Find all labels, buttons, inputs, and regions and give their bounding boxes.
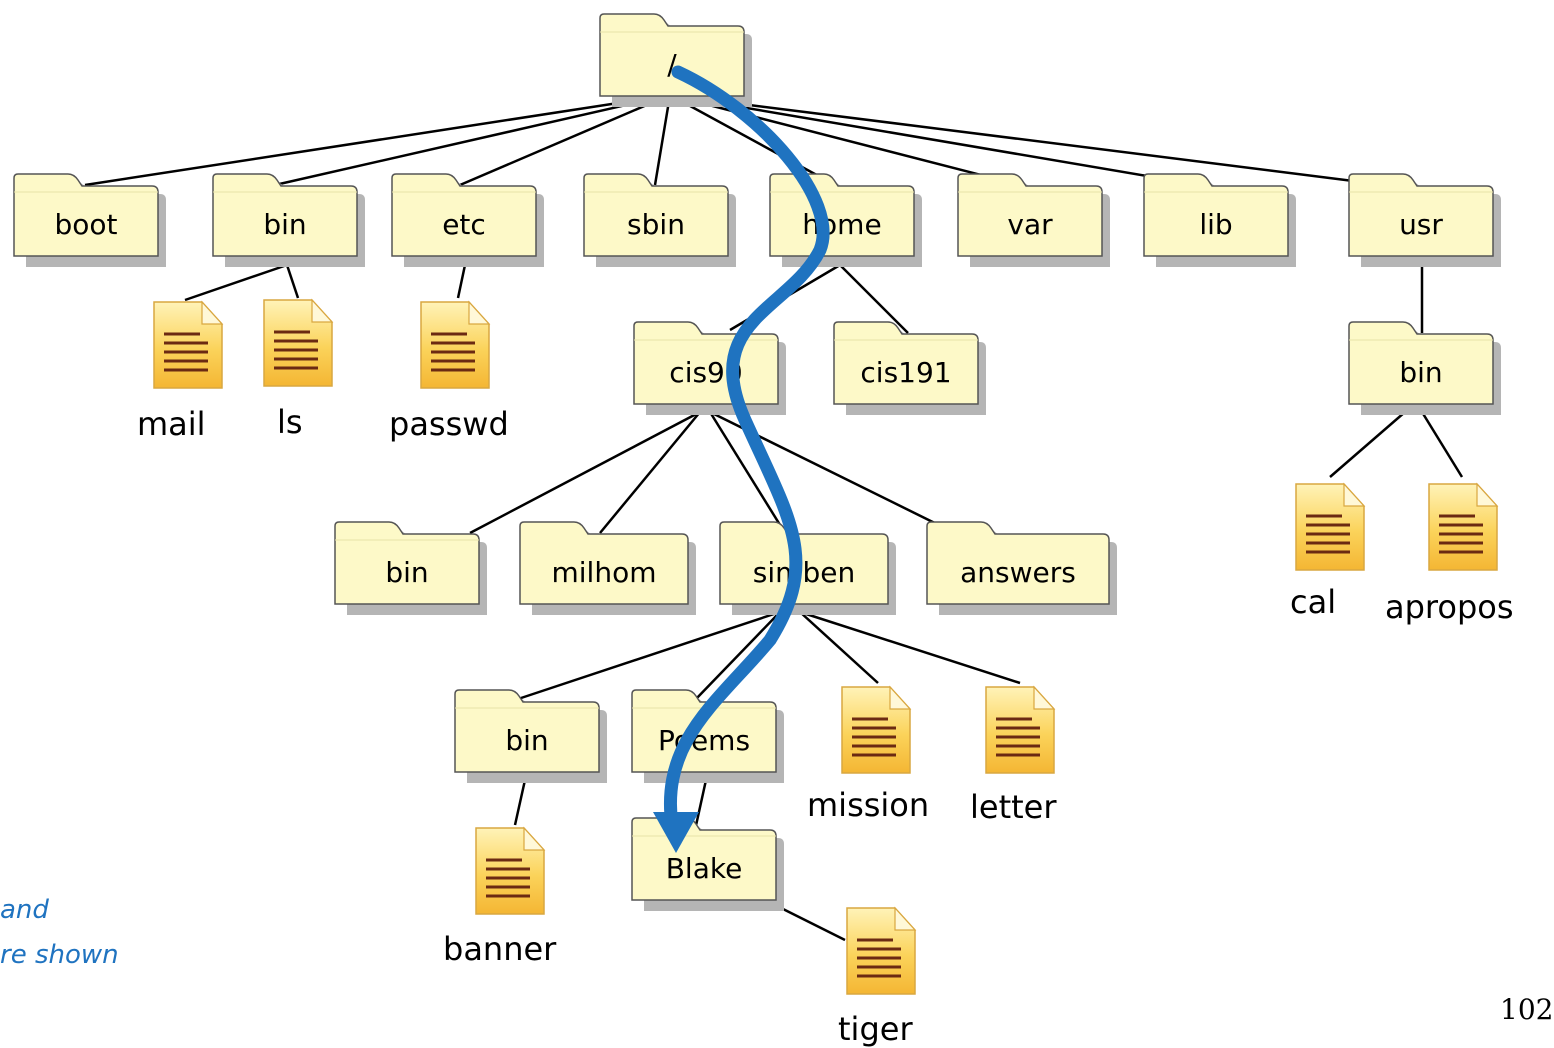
document-icon — [1427, 482, 1499, 572]
document-icon — [262, 298, 334, 388]
file-label-passwd: passwd — [389, 405, 509, 443]
file-cal[interactable] — [1292, 482, 1368, 572]
edge-bin-mail — [184, 263, 288, 302]
folder-boot[interactable]: boot — [12, 172, 167, 268]
document-icon — [419, 300, 491, 390]
folder-label: bin — [263, 208, 307, 241]
edge-cis90-bin — [469, 410, 701, 535]
folder-cis191[interactable]: cis191 — [832, 320, 987, 416]
edge-cis90-milhom — [599, 411, 701, 534]
file-letter[interactable] — [982, 685, 1058, 775]
file-label-cal: cal — [1290, 583, 1337, 621]
note-line-2: re shown — [0, 940, 119, 970]
note-line-1: and — [0, 895, 49, 925]
edge-simben-letter — [799, 610, 1021, 685]
edge-bin-ls — [285, 264, 300, 299]
folder-root[interactable]: / — [598, 12, 753, 108]
folder-etc[interactable]: etc — [390, 172, 545, 268]
file-label-banner: banner — [443, 930, 557, 968]
edge-usrbin-apropos — [1420, 411, 1464, 478]
file-label-ls: ls — [277, 403, 303, 441]
file-label-mission: mission — [807, 786, 930, 824]
edge-home-cis191 — [839, 264, 909, 334]
folder-simben-bin[interactable]: bin — [453, 688, 608, 784]
folder-cis90-bin[interactable]: bin — [333, 520, 488, 616]
folder-label: cis90 — [669, 356, 743, 389]
document-icon — [845, 906, 917, 996]
document-icon — [152, 300, 224, 390]
folder-label: milhom — [551, 556, 657, 589]
folder-label: bin — [385, 556, 429, 589]
edge-etc-passwd — [456, 264, 467, 299]
folder-usr[interactable]: usr — [1347, 172, 1502, 268]
folder-usr-bin[interactable]: bin — [1347, 320, 1502, 416]
edge-root-bin — [274, 93, 671, 187]
folder-lib[interactable]: lib — [1142, 172, 1297, 268]
folder-milhom[interactable]: milhom — [518, 520, 697, 616]
file-ls[interactable] — [260, 298, 336, 388]
folder-label: / — [667, 48, 677, 81]
edge-sbbin-banner — [513, 779, 527, 826]
file-apropos[interactable] — [1425, 482, 1501, 572]
folder-sbin[interactable]: sbin — [582, 172, 737, 268]
folder-cis90[interactable]: cis90 — [632, 320, 787, 416]
folder-home[interactable]: home — [768, 172, 923, 268]
document-icon — [474, 826, 546, 916]
file-mail[interactable] — [150, 300, 226, 390]
folder-label: lib — [1199, 208, 1233, 241]
folder-label: simben — [752, 556, 856, 589]
folder-answers[interactable]: answers — [925, 520, 1118, 616]
folder-label: bin — [505, 724, 549, 757]
folder-label: bin — [1399, 356, 1443, 389]
file-label-tiger: tiger — [838, 1010, 913, 1048]
edge-root-boot — [84, 93, 671, 187]
file-passwd[interactable] — [417, 300, 493, 390]
folder-label: sbin — [627, 208, 685, 241]
page-number: 102 — [1500, 993, 1554, 1026]
folder-var[interactable]: var — [956, 172, 1111, 268]
folder-label: var — [1007, 208, 1053, 241]
file-tiger[interactable] — [843, 906, 919, 996]
folder-label: home — [802, 208, 882, 241]
folder-blake[interactable]: Blake — [630, 816, 785, 912]
file-label-apropos: apropos — [1385, 588, 1514, 626]
file-banner[interactable] — [472, 826, 548, 916]
folder-label: etc — [442, 208, 486, 241]
folder-poems[interactable]: Poems — [630, 688, 785, 784]
edge-root-lib — [669, 93, 1201, 187]
folder-label: Blake — [665, 852, 743, 885]
folder-label: cis191 — [860, 356, 952, 389]
file-label-letter: letter — [970, 788, 1057, 826]
file-label-mail: mail — [137, 405, 206, 443]
edge-usrbin-cal — [1329, 411, 1406, 478]
edge-blake-tiger — [774, 903, 846, 942]
document-icon — [1294, 482, 1366, 572]
folder-label: Poems — [657, 724, 751, 757]
edge-simben-mission — [799, 611, 879, 684]
folder-simben[interactable]: simben — [718, 520, 897, 616]
folder-label: boot — [54, 208, 118, 241]
folder-label: answers — [960, 556, 1076, 589]
folder-bin[interactable]: bin — [211, 172, 366, 268]
document-icon — [840, 685, 912, 775]
edge-root-etc — [459, 93, 671, 187]
document-icon — [984, 685, 1056, 775]
edge-simben-bin — [514, 610, 781, 702]
folder-label: usr — [1399, 208, 1443, 241]
file-mission[interactable] — [838, 685, 914, 775]
